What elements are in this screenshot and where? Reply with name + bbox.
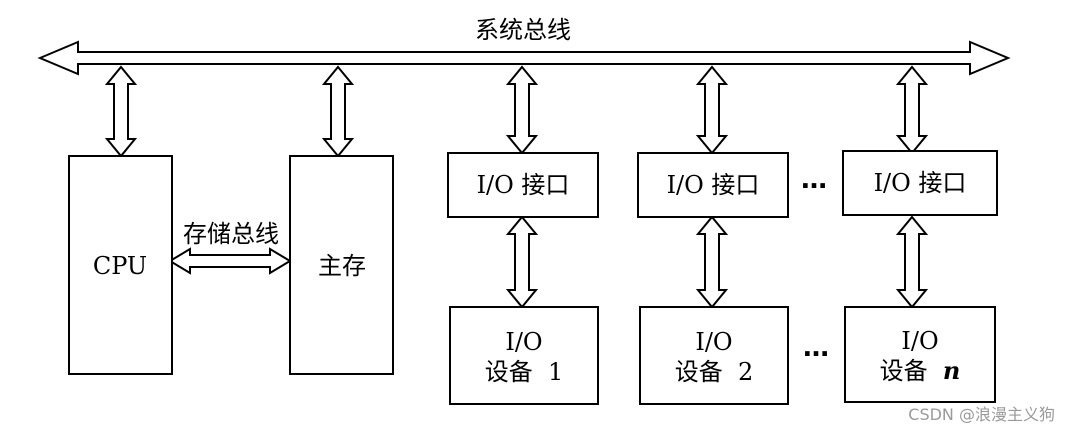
- io-device-label-1: I/O 设备 1: [485, 327, 564, 387]
- io-device-box-2: [639, 306, 789, 405]
- memory-bus-arrow: [168, 247, 292, 275]
- cpu-box: [68, 155, 173, 375]
- interface3-bus-connector: [895, 65, 929, 155]
- main-memory-box: [289, 155, 394, 375]
- io-interface-label-3: I/O 接口: [873, 169, 967, 197]
- io-device-2-line1: I/O: [695, 328, 733, 356]
- main-memory-label: 主存: [318, 252, 366, 280]
- system-bus-label: 系统总线: [475, 16, 571, 44]
- system-bus-arrow: [37, 40, 1011, 76]
- device-ellipsis: …: [803, 333, 831, 363]
- interface2-bus-connector: [695, 65, 729, 155]
- memory-bus-connector: [321, 65, 355, 158]
- io-device-1-line2: 设备 1: [484, 358, 564, 386]
- io-device-3-line1: I/O: [901, 327, 939, 355]
- io-device-label-2: I/O 设备 2: [675, 327, 754, 387]
- interface2-device-connector: [695, 215, 729, 309]
- memory-bus-label: 存储总线: [183, 220, 279, 248]
- cpu-label: CPU: [92, 252, 148, 280]
- io-interface-label-1: I/O 接口: [476, 171, 570, 199]
- io-device-box-1: [449, 306, 599, 405]
- io-device-2-index: 2: [737, 358, 754, 386]
- io-device-1-index: 1: [547, 358, 564, 386]
- io-device-box-3: [844, 306, 996, 403]
- csdn-watermark: CSDN @浪漫主义狗: [908, 405, 1055, 424]
- io-device-label-3: I/O 设备 n: [880, 326, 961, 386]
- io-interface-label-2: I/O 接口: [666, 171, 760, 199]
- io-interface-box-2: [637, 152, 789, 218]
- io-device-1-line1: I/O: [505, 328, 543, 356]
- io-device-3-index: n: [942, 356, 961, 385]
- io-interface-box-3: [842, 150, 998, 216]
- interface-ellipsis: …: [801, 165, 829, 195]
- io-device-2-line2: 设备 2: [674, 358, 754, 386]
- interface3-device-connector: [895, 215, 929, 309]
- io-device-3-line2: 设备 n: [879, 356, 961, 385]
- io-interface-box-1: [447, 152, 599, 218]
- interface1-device-connector: [505, 215, 539, 309]
- interface1-bus-connector: [505, 65, 539, 155]
- cpu-bus-connector: [104, 65, 138, 158]
